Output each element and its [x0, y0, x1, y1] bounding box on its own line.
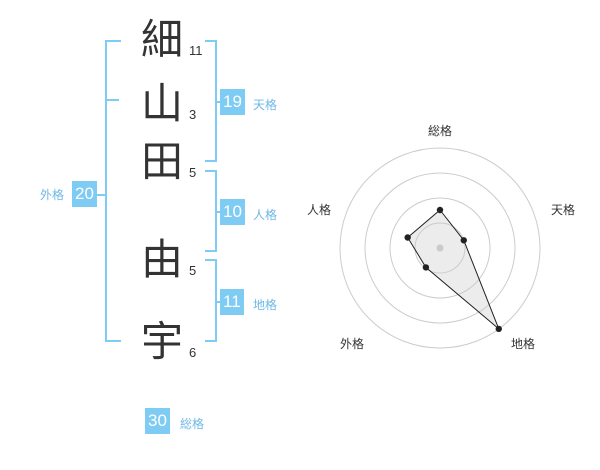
- tenkaku-label: 天格: [253, 98, 278, 112]
- chikaku-bracket: [205, 259, 217, 342]
- radar-axis-label-tenkaku: 天格: [551, 203, 576, 217]
- gaikaku-connector: [97, 194, 107, 196]
- name-char-5: 宇: [140, 317, 183, 366]
- jinkaku-connector: [215, 211, 223, 213]
- stroke-count-2: 3: [189, 107, 197, 122]
- radar-ring-3: [364, 172, 516, 324]
- stroke-count-4: 5: [189, 263, 197, 278]
- gaikaku-label: 外格: [40, 188, 65, 202]
- chikaku-label: 地格: [253, 298, 278, 312]
- radar-ring-1: [414, 222, 466, 274]
- jinkaku-value: 10: [220, 199, 245, 225]
- gaikaku-value: 20: [72, 181, 97, 207]
- radar-point-5: [404, 234, 411, 241]
- radar-point-1: [436, 206, 444, 214]
- name-char-4: 由: [140, 235, 183, 284]
- radar-series-polygon: [407, 209, 500, 330]
- radar-axis-label-jinkaku: 人格: [307, 203, 332, 217]
- name-char-2: 山: [140, 79, 183, 128]
- name-char-3: 田: [140, 137, 183, 186]
- radar-axis-label-chikaku: 地格: [511, 337, 536, 351]
- tenkaku-value: 19: [220, 89, 245, 115]
- radar-axis-label-gaikaku: 外格: [340, 337, 365, 351]
- radar-ring-4: [339, 147, 541, 349]
- stroke-count-3: 5: [189, 165, 197, 180]
- stroke-count-5: 6: [189, 345, 197, 360]
- gaikaku-bracket-tick: [107, 99, 119, 101]
- stroke-count-1: 11: [189, 43, 203, 58]
- soukaku-value: 30: [145, 408, 170, 434]
- gaikaku-bracket: [105, 40, 121, 342]
- soukaku-label: 総格: [180, 417, 205, 431]
- tenkaku-connector: [215, 101, 223, 103]
- chikaku-value: 11: [220, 289, 244, 315]
- radar-ring-2: [389, 197, 491, 299]
- chikaku-connector: [215, 301, 223, 303]
- radar-point-2: [460, 237, 467, 244]
- radar-center: [436, 244, 444, 252]
- jinkaku-label: 人格: [253, 208, 278, 222]
- name-char-1: 細: [140, 15, 183, 64]
- radar-axis-label-soukaku: 総格: [428, 124, 453, 138]
- radar-point-4: [422, 264, 430, 271]
- radar-point-3: [495, 325, 502, 333]
